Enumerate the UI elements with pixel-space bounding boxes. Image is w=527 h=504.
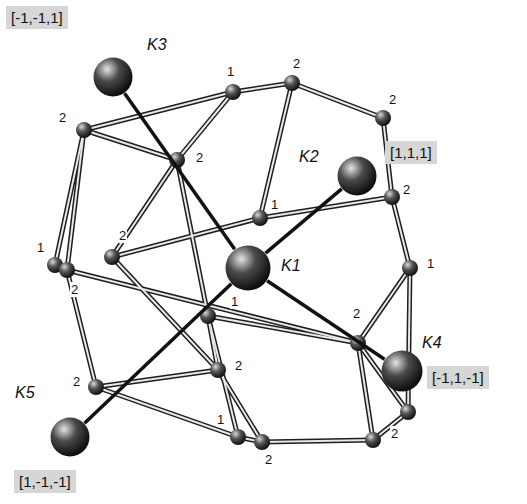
- atom-name: K2: [298, 148, 320, 166]
- small-atoms: [47, 75, 418, 450]
- atom-index-label: 1: [226, 64, 235, 79]
- atom-index-label: 2: [402, 182, 411, 197]
- atom-index-label: 2: [58, 110, 67, 125]
- atom-name: K4: [421, 334, 443, 352]
- direction-label: [1,-1,-1]: [14, 470, 76, 493]
- direction-label: [-1,-1,1]: [6, 6, 68, 29]
- atom-index-label: 2: [292, 56, 301, 71]
- atom-name: K3: [146, 36, 168, 54]
- atom-index-label: 2: [118, 228, 127, 243]
- atom-index-label: 1: [216, 412, 225, 427]
- bond-core: [55, 83, 410, 442]
- atom-index-label: 2: [352, 306, 361, 321]
- atom-sphere: K4[-1,1,-1]: [381, 350, 423, 392]
- atom-index-label: 2: [72, 374, 81, 389]
- atom-index-label: 2: [70, 282, 79, 297]
- bond-connector: [266, 189, 342, 253]
- sphere-shape: [93, 57, 133, 97]
- atom-index-label: 2: [264, 452, 273, 467]
- sphere-shape: [225, 245, 271, 291]
- atom-sphere: K2[1,1,1]: [337, 156, 377, 196]
- atom-index-label: 1: [426, 256, 435, 271]
- atom-name: K1: [280, 257, 302, 275]
- atom-index-label: 2: [390, 426, 399, 441]
- atom-index-label: 2: [195, 150, 204, 165]
- atom-name: K5: [14, 384, 36, 402]
- sphere-shape: [50, 417, 90, 457]
- bond-connector: [267, 281, 384, 360]
- atom-sphere: K3[-1,-1,1]: [93, 57, 133, 97]
- direction-label: [1,1,1]: [385, 141, 437, 164]
- sphere-shape: [337, 156, 377, 196]
- bond-outline: [55, 83, 410, 442]
- atom-index-label: 2: [234, 358, 243, 373]
- atom-index-label: 2: [388, 92, 397, 107]
- direction-label: [-1,1,-1]: [427, 366, 489, 389]
- bond-connector: [85, 284, 232, 423]
- atom-index-label: 1: [270, 197, 279, 212]
- atom-sphere: K5[1,-1,-1]: [50, 417, 90, 457]
- atom-index-label: 1: [36, 240, 45, 255]
- bond-connector: [125, 93, 235, 249]
- sphere-shape: [381, 350, 423, 392]
- atom-index-label: 1: [230, 294, 239, 309]
- atom-sphere: K1: [225, 245, 271, 291]
